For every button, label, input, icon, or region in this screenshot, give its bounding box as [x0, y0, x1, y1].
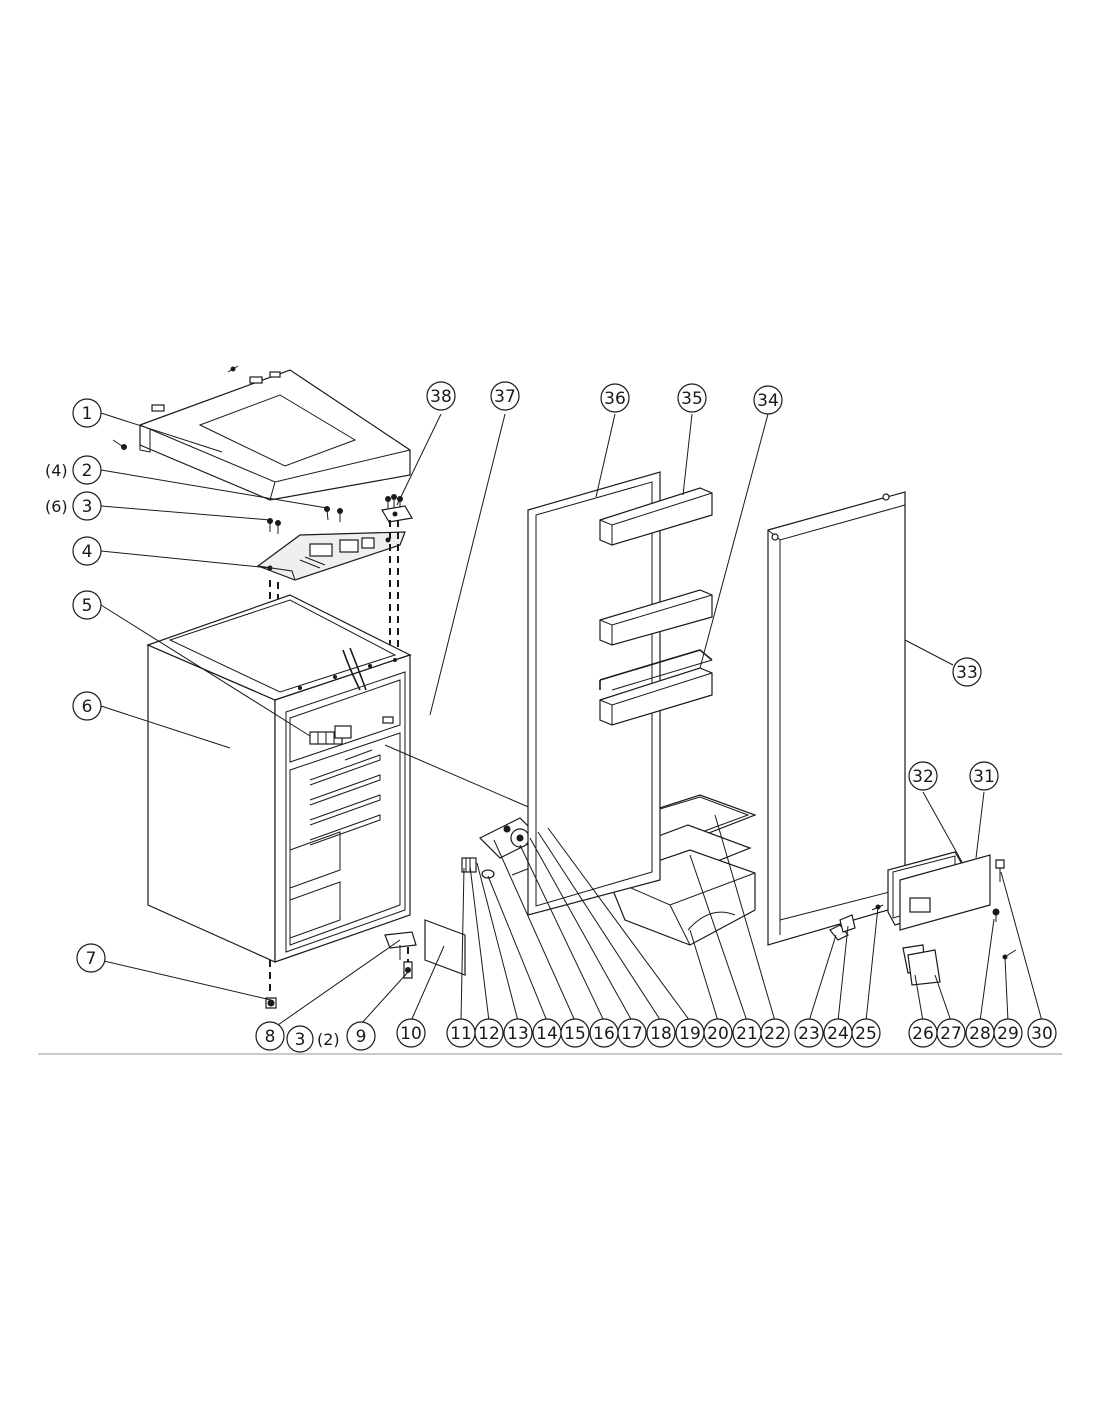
callout-33: 33 [952, 657, 982, 687]
callout-3-repeat: 3 [295, 1030, 306, 1050]
callout-34: 34 [753, 385, 783, 415]
callout-label: 1 [82, 404, 93, 424]
callout-label: 28 [969, 1024, 991, 1044]
callout-label: 27 [940, 1024, 962, 1044]
callout-37: 37 [490, 381, 520, 411]
callout-label: 3 [82, 497, 93, 517]
callout-2: 2 [72, 455, 102, 485]
callout-label: 12 [478, 1024, 500, 1044]
callout-label: 11 [450, 1024, 472, 1044]
temperature-control-buttons [309, 725, 352, 745]
callout-1: 1 [72, 398, 102, 428]
callout-label: 5 [82, 596, 93, 616]
callout-label: 22 [764, 1024, 786, 1044]
callout-26: 26 [908, 1018, 938, 1048]
callout-25: 25 [851, 1018, 881, 1048]
door-shelf-upper [599, 487, 713, 546]
qty-note-item-2: (4) [45, 461, 68, 480]
callout-15: 15 [560, 1018, 590, 1048]
callout-label: 14 [536, 1024, 558, 1044]
callout-22: 22 [760, 1018, 790, 1048]
door-shelf-middle [599, 589, 713, 646]
callout-label: 2 [82, 461, 93, 481]
door-shelf-lower [599, 667, 713, 726]
callout-label: 17 [621, 1024, 643, 1044]
callout-16: 16 [589, 1018, 619, 1048]
callout-19: 19 [675, 1018, 705, 1048]
callout-23: 23 [794, 1018, 824, 1048]
callout-label: 36 [604, 389, 626, 409]
callout-20: 20 [703, 1018, 733, 1048]
top-hinge [381, 505, 413, 523]
callout-17: 17 [617, 1018, 647, 1048]
callout-label: 4 [82, 542, 93, 562]
callout-label: 30 [1031, 1024, 1053, 1044]
top-cover [139, 365, 411, 501]
label-sticker [424, 919, 466, 976]
callout-label: 21 [736, 1024, 758, 1044]
callout-label: 10 [400, 1024, 422, 1044]
callout-9: 9 [346, 1021, 376, 1051]
callout-32: 32 [908, 761, 938, 791]
quantity-notes: (4) (6) 3 (2) [45, 461, 340, 1053]
callout-label: 13 [507, 1024, 529, 1044]
callout-label: 6 [82, 697, 93, 717]
callout-18: 18 [646, 1018, 676, 1048]
callout-label: 32 [912, 767, 934, 787]
callout-label: 37 [494, 387, 516, 407]
freezer-hardware [829, 859, 1017, 986]
callout-27: 27 [936, 1018, 966, 1048]
leader-lines [90, 412, 1043, 1028]
callout-6: 6 [72, 691, 102, 721]
callouts: 1 2 3 4 5 6 7 8 9 10 11 12 13 14 15 16 1… [72, 381, 1057, 1051]
callout-31: 31 [969, 761, 999, 791]
callout-label: 31 [973, 767, 995, 787]
freezer-door [887, 851, 991, 931]
callout-label: 35 [681, 389, 703, 409]
callout-label: 25 [855, 1024, 877, 1044]
control-panel [256, 531, 406, 581]
callout-label: 29 [997, 1024, 1019, 1044]
door-liner [527, 471, 713, 916]
callout-14: 14 [532, 1018, 562, 1048]
callout-label: 24 [827, 1024, 849, 1044]
callout-label: 16 [593, 1024, 615, 1044]
cabinet [146, 594, 412, 963]
callout-label: 20 [707, 1024, 729, 1044]
callout-5: 5 [72, 590, 102, 620]
callout-label: 7 [86, 949, 97, 969]
callout-21: 21 [732, 1018, 762, 1048]
callout-label: 15 [564, 1024, 586, 1044]
callout-36: 36 [600, 383, 630, 413]
callout-10: 10 [396, 1018, 426, 1048]
callout-38: 38 [426, 381, 456, 411]
callout-35: 35 [677, 383, 707, 413]
door-rail [599, 649, 713, 691]
callout-12: 12 [474, 1018, 504, 1048]
qty-note-item-3: (6) [45, 497, 68, 516]
callout-24: 24 [823, 1018, 853, 1048]
callout-label: 9 [356, 1027, 367, 1047]
callout-label: 33 [956, 663, 978, 683]
callout-label: 8 [265, 1027, 276, 1047]
callout-label: 34 [757, 391, 779, 411]
callout-label: 26 [912, 1024, 934, 1044]
qty-note-item-3-bottom: (2) [317, 1030, 340, 1049]
callout-28: 28 [965, 1018, 995, 1048]
callout-4: 4 [72, 536, 102, 566]
callout-label: 18 [650, 1024, 672, 1044]
callout-29: 29 [993, 1018, 1023, 1048]
callout-11: 11 [446, 1018, 476, 1048]
callout-8: 8 [255, 1021, 285, 1051]
callout-7: 7 [76, 943, 106, 973]
callout-13: 13 [503, 1018, 533, 1048]
callout-30: 30 [1027, 1018, 1057, 1048]
callout-label: 23 [798, 1024, 820, 1044]
callout-3: 3 [72, 491, 102, 521]
callout-label: 38 [430, 387, 452, 407]
outer-door [767, 491, 906, 946]
callout-label: 19 [679, 1024, 701, 1044]
